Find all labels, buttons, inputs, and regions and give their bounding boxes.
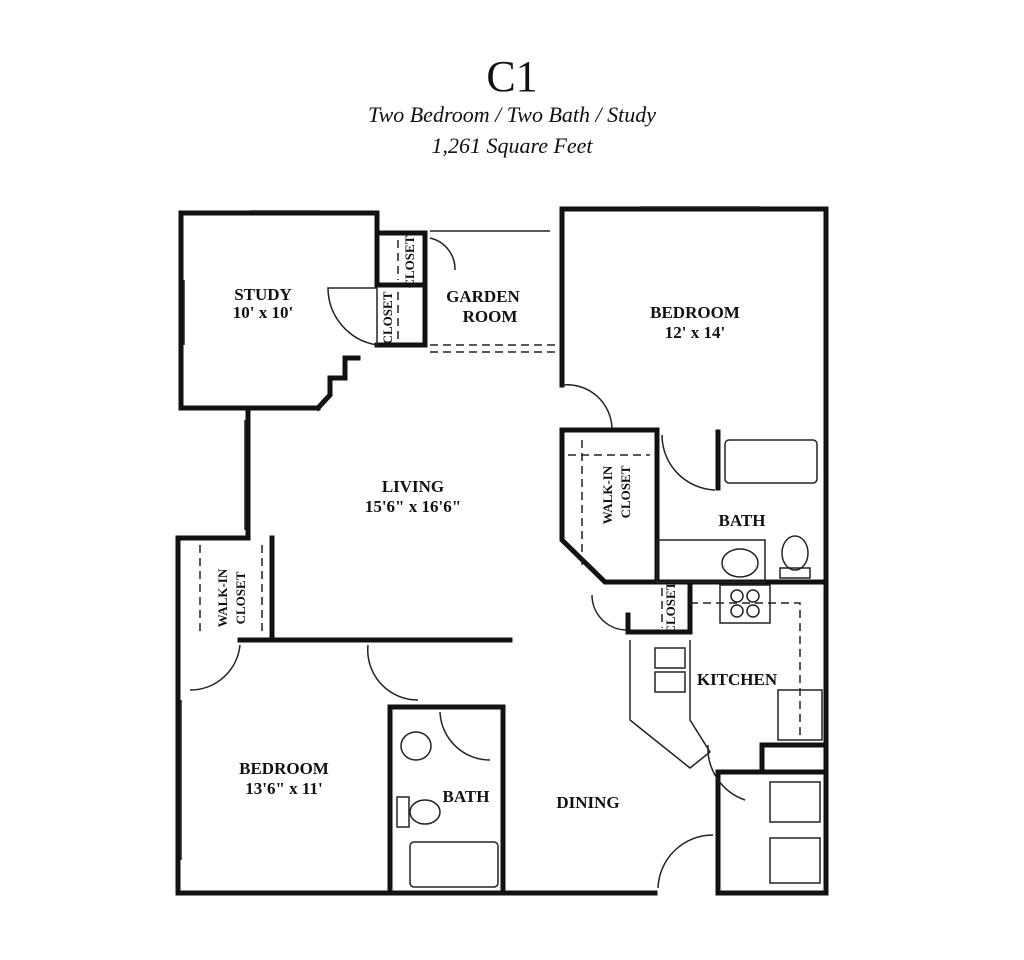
study-closet-2-label: CLOSET (380, 291, 395, 344)
master-bath-label: BATH (719, 511, 766, 530)
plan-area: 1,261 Square Feet (431, 133, 593, 158)
plan-title: C1 (486, 52, 538, 101)
master-bedroom-size: 12' x 14' (665, 323, 725, 342)
dining-label: DINING (556, 793, 619, 812)
master-walkin-label-1: WALK-IN (600, 465, 615, 524)
fixtures-and-doors (180, 206, 823, 889)
second-bedroom-label: BEDROOM (239, 759, 329, 778)
walls (175, 206, 829, 896)
garden-room-label-2: ROOM (463, 307, 518, 326)
kitchen-closet-label: CLOSET (663, 581, 678, 634)
master-walkin-label-2: CLOSET (618, 465, 633, 518)
kitchen-label: KITCHEN (697, 670, 778, 689)
master-bedroom-label: BEDROOM (650, 303, 740, 322)
second-walkin-label-1: WALK-IN (215, 568, 230, 627)
second-walkin-label-2: CLOSET (233, 571, 248, 624)
living-size: 15'6" x 16'6" (365, 497, 461, 516)
second-bath-label: BATH (443, 787, 490, 806)
garden-room-label-1: GARDEN (446, 287, 520, 306)
plan-description: Two Bedroom / Two Bath / Study (367, 102, 657, 127)
study-size: 10' x 10' (233, 303, 293, 322)
living-label: LIVING (382, 477, 444, 496)
study-closet-1-label: CLOSET (402, 235, 417, 288)
second-bedroom-size: 13'6" x 11' (245, 779, 322, 798)
room-labels: STUDY 10' x 10' CLOSET CLOSET GARDEN ROO… (215, 235, 778, 812)
study-label: STUDY (234, 285, 292, 304)
